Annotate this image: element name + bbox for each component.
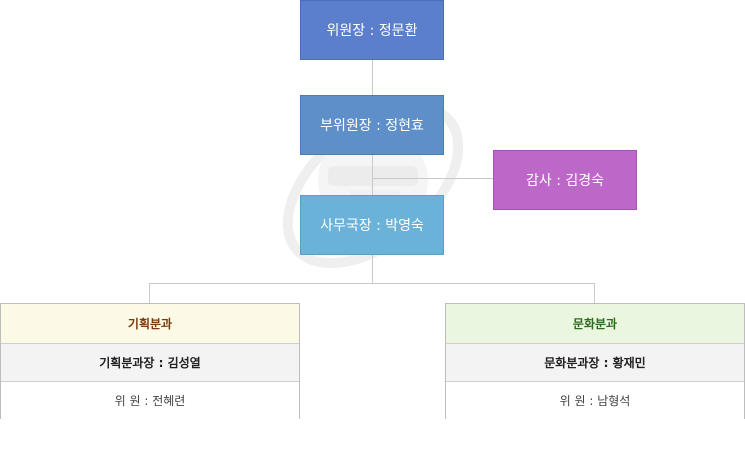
connector-vice-secretary bbox=[372, 154, 373, 196]
connector-dept-culture bbox=[594, 283, 595, 304]
dept-culture-leader: 문화분과장 : 황재민 bbox=[446, 343, 744, 381]
dept-culture-title: 문화분과 bbox=[446, 304, 744, 343]
connector-auditor bbox=[372, 178, 494, 179]
secretary-general-box: 사무국장 : 박영숙 bbox=[300, 195, 444, 255]
chairman-label: 위원장 : 정문환 bbox=[326, 23, 418, 39]
dept-planning-leader: 기획분과장 : 김성열 bbox=[1, 343, 299, 381]
dept-culture: 문화분과 문화분과장 : 황재민 위 원 : 남형석 bbox=[445, 303, 745, 419]
vice-chairman-label: 부위원장 : 정현효 bbox=[320, 118, 424, 134]
chairman-box: 위원장 : 정문환 bbox=[300, 0, 444, 60]
connector-dept-bus bbox=[149, 283, 595, 284]
dept-planning: 기획분과 기획분과장 : 김성열 위 원 : 전혜련 bbox=[0, 303, 300, 419]
vice-chairman-box: 부위원장 : 정현효 bbox=[300, 95, 444, 155]
dept-planning-title: 기획분과 bbox=[1, 304, 299, 343]
dept-culture-member: 위 원 : 남형석 bbox=[446, 381, 744, 419]
auditor-label: 감사 : 김경숙 bbox=[525, 173, 605, 189]
connector-secretary-bus bbox=[372, 254, 373, 283]
secretary-general-label: 사무국장 : 박영숙 bbox=[320, 218, 424, 234]
connector-dept-planning bbox=[149, 283, 150, 304]
connector-chairman-vice bbox=[372, 59, 373, 95]
auditor-box: 감사 : 김경숙 bbox=[493, 150, 637, 210]
dept-planning-member: 위 원 : 전혜련 bbox=[1, 381, 299, 419]
